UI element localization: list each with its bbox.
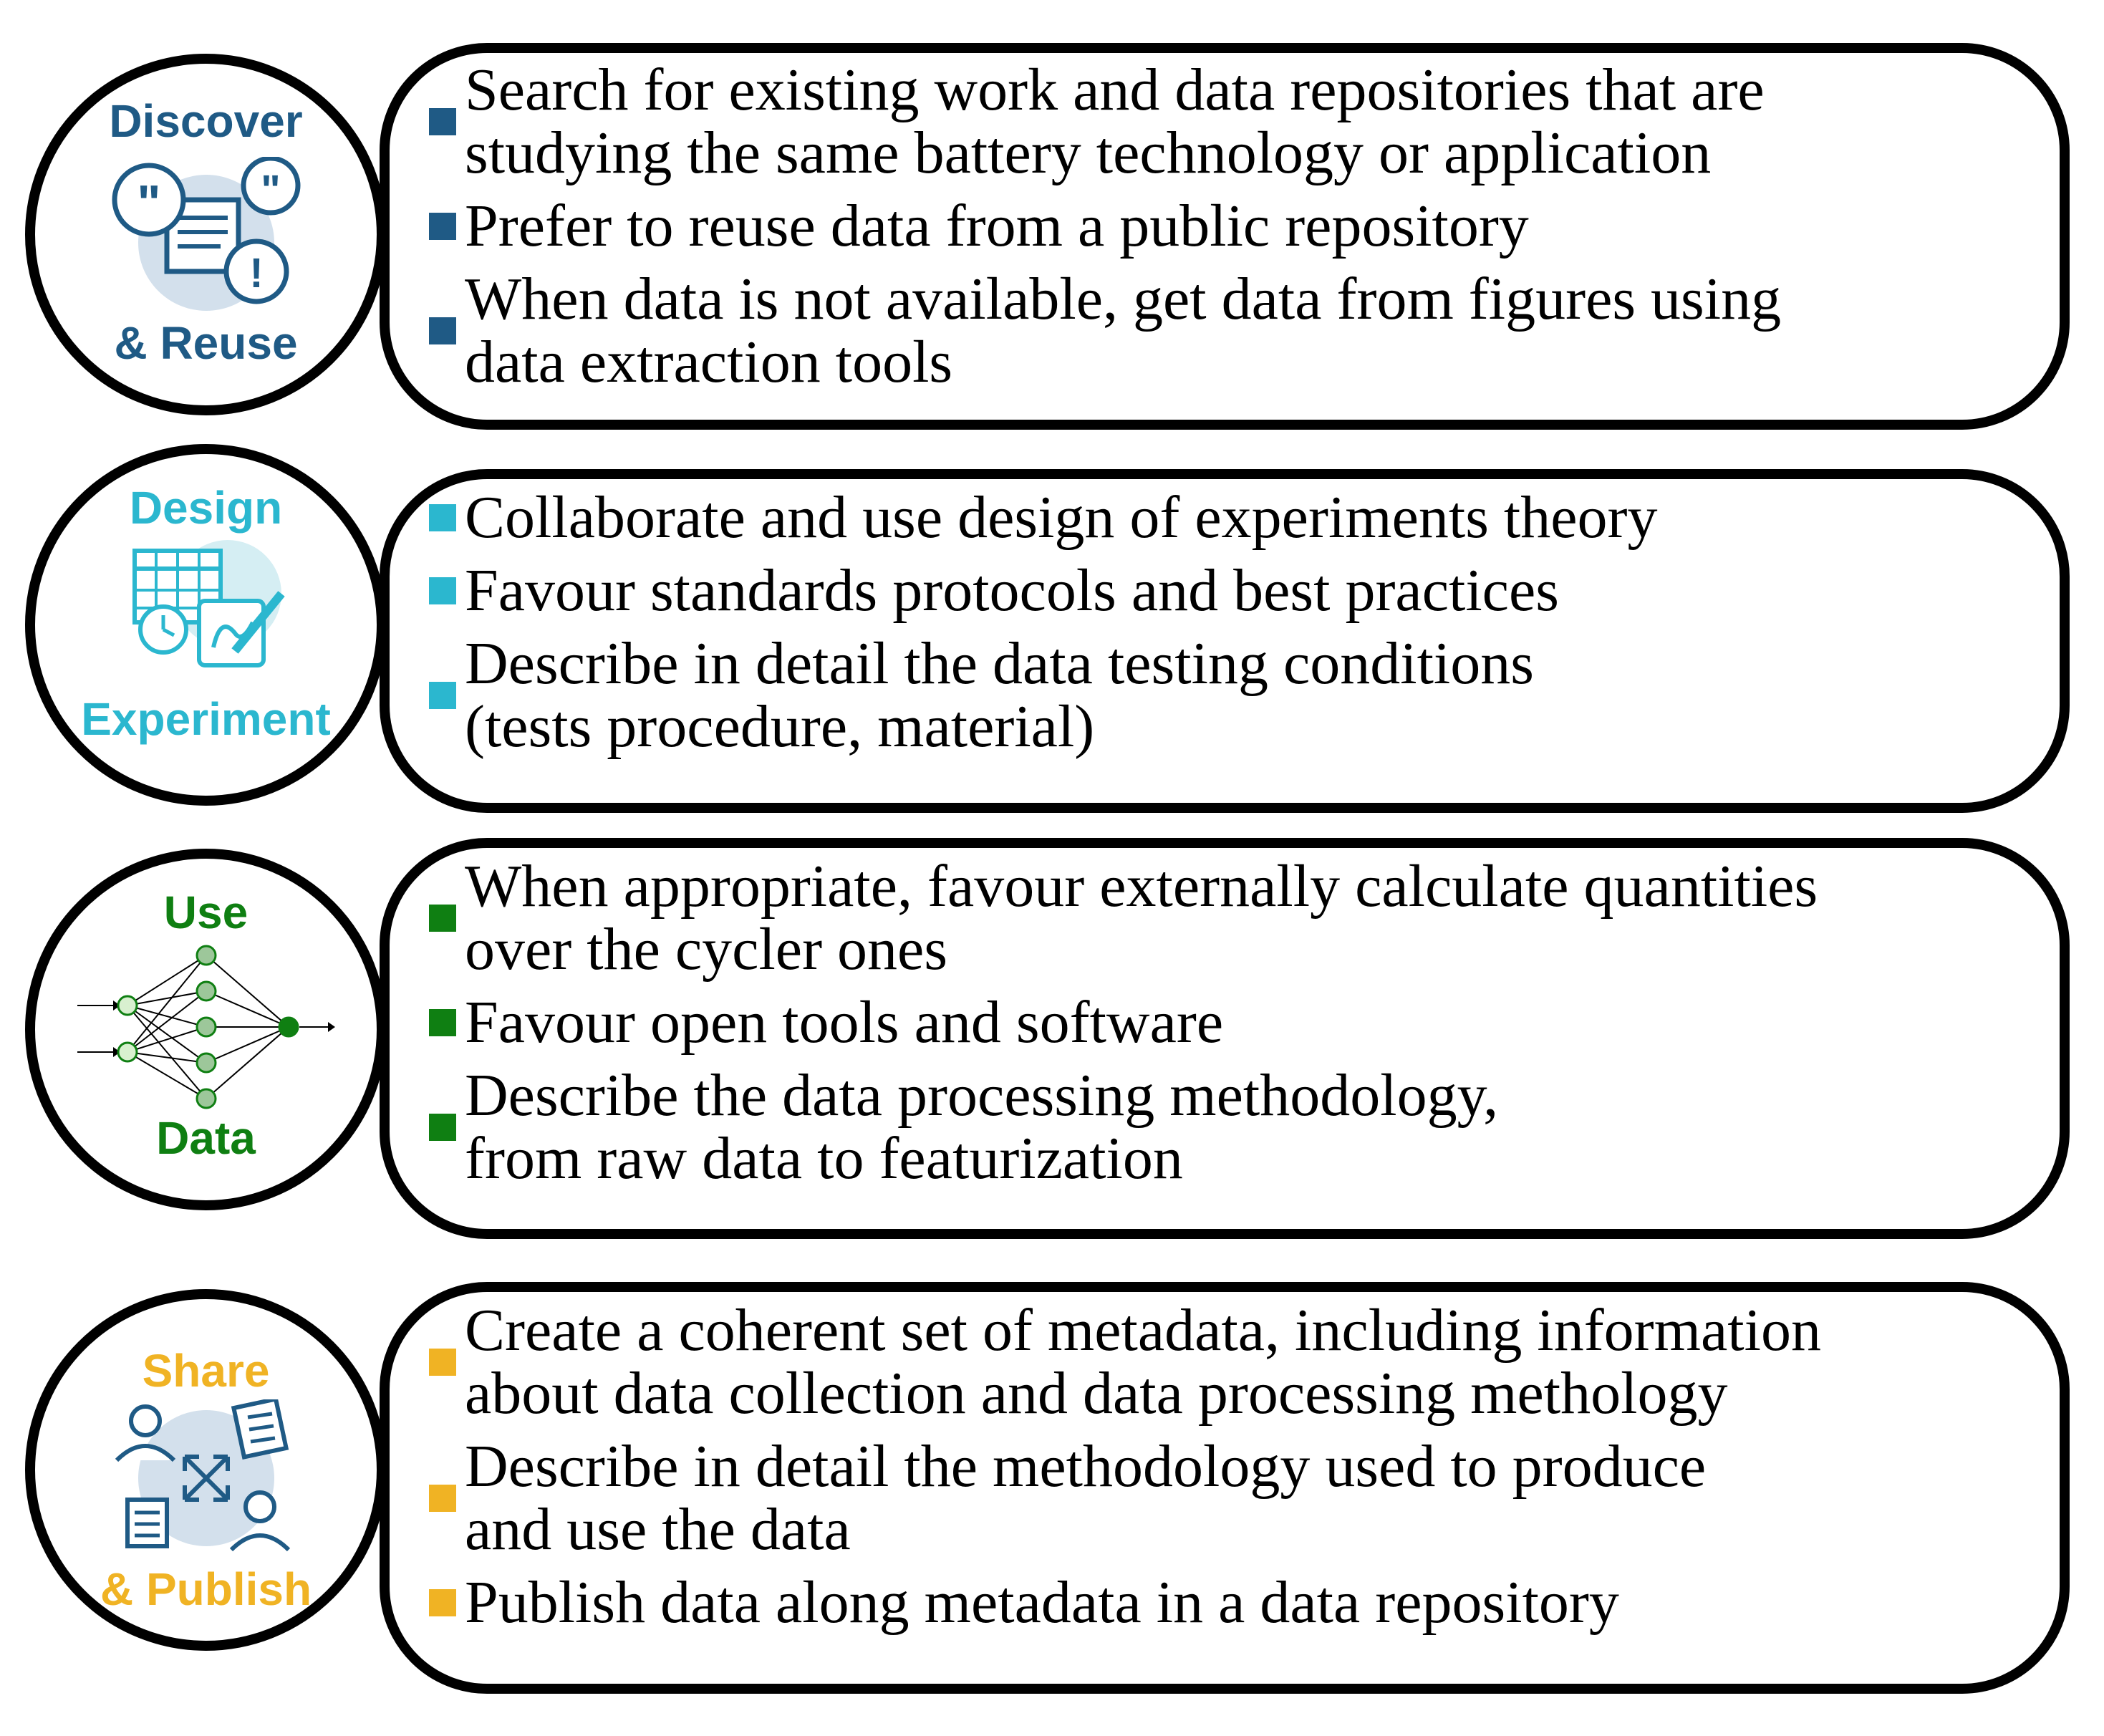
discover-circle: Discover " " ! & Reuse <box>25 54 387 415</box>
use-item: Describe the data processing methodology… <box>429 1064 2031 1190</box>
discover-label-bottom: & Reuse <box>114 317 298 369</box>
calendar-edit-icon <box>132 540 285 667</box>
design-panel: Collaborate and use design of experiment… <box>380 469 2070 813</box>
design-label-top: Design <box>129 482 283 534</box>
svg-text:": " <box>137 175 160 231</box>
use-item: Favour open tools and software <box>429 991 2031 1054</box>
use-label-bottom: Data <box>156 1112 256 1164</box>
discover-panel: Search for existing work and data reposi… <box>380 43 2070 430</box>
design-item: Favour standards protocols and best prac… <box>429 559 2031 622</box>
square-bullet-icon <box>429 577 456 604</box>
use-item: When appropriate, favour externally calc… <box>429 855 2031 981</box>
square-bullet-icon <box>429 108 456 135</box>
discussion-icon: " " ! <box>112 157 300 311</box>
square-bullet-icon <box>429 213 456 240</box>
share-item: Describe in detail the methodology used … <box>429 1435 2031 1561</box>
square-bullet-icon <box>429 317 456 344</box>
discover-item: Prefer to reuse data from a public repos… <box>429 195 2031 258</box>
design-item: Describe in detail the data testing cond… <box>429 632 2031 758</box>
discover-item: When data is not available, get data fro… <box>429 268 2031 394</box>
svg-text:": " <box>261 167 281 213</box>
design-circle: Design Experiment <box>25 444 387 806</box>
use-circle: Use <box>25 849 387 1210</box>
share-item: Publish data along metadata in a data re… <box>429 1571 2031 1634</box>
share-label-bottom: & Publish <box>100 1563 312 1615</box>
share-label-top: Share <box>142 1345 270 1397</box>
share-network-icon <box>115 1399 290 1552</box>
square-bullet-icon <box>429 1114 456 1141</box>
use-label-top: Use <box>163 887 248 938</box>
design-label-bottom: Experiment <box>81 693 331 745</box>
share-circle: Share & Publish <box>25 1289 387 1651</box>
share-panel: Create a coherent set of metadata, inclu… <box>380 1282 2070 1694</box>
discover-label-top: Discover <box>109 95 303 147</box>
square-bullet-icon <box>429 1009 456 1036</box>
discover-item: Search for existing work and data reposi… <box>429 59 2031 185</box>
square-bullet-icon <box>429 682 456 709</box>
use-panel: When appropriate, favour externally calc… <box>380 838 2070 1239</box>
square-bullet-icon <box>429 1349 456 1376</box>
share-item: Create a coherent set of metadata, inclu… <box>429 1299 2031 1425</box>
design-item: Collaborate and use design of experiment… <box>429 486 2031 549</box>
svg-text:!: ! <box>249 250 263 296</box>
square-bullet-icon <box>429 905 456 932</box>
square-bullet-icon <box>429 1485 456 1512</box>
neural-network-icon <box>77 945 335 1109</box>
square-bullet-icon <box>429 504 456 531</box>
square-bullet-icon <box>429 1589 456 1616</box>
